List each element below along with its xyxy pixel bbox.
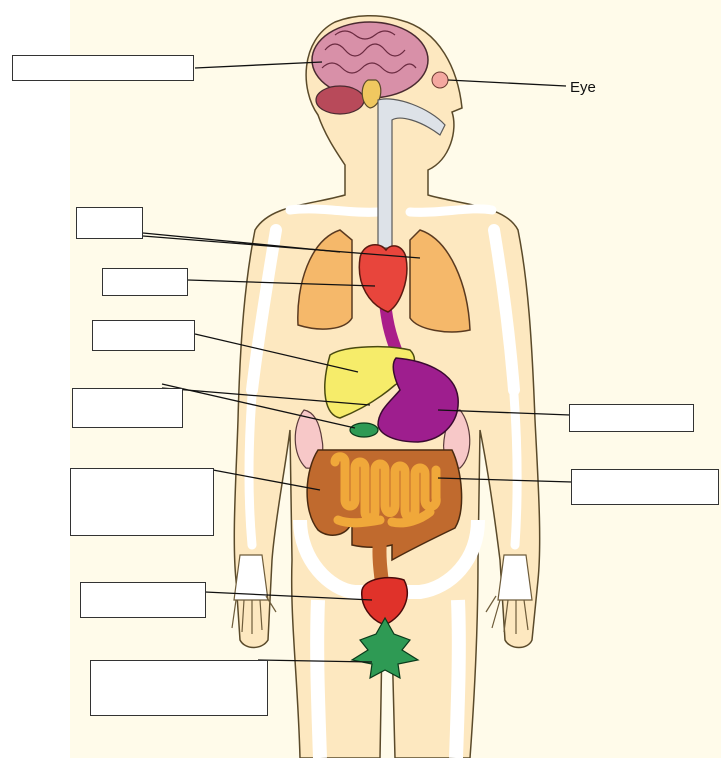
eye-label: Eye: [570, 79, 596, 96]
eye: [432, 72, 448, 88]
liver-label-box[interactable]: [92, 320, 195, 351]
gallbladder-pancreas-label-box[interactable]: [72, 388, 183, 428]
left-forearm-bone: [249, 395, 252, 545]
right-forearm-bone: [514, 395, 517, 545]
brain-label-box[interactable]: [12, 55, 194, 81]
heart-label-box[interactable]: [102, 268, 188, 296]
cerebellum: [316, 86, 364, 114]
reproductive-label-box[interactable]: [90, 660, 268, 716]
large-intestine-label-box[interactable]: [70, 468, 214, 536]
right-femur: [456, 600, 459, 758]
small-intestine-label-box[interactable]: [571, 469, 719, 505]
bladder-label-box[interactable]: [80, 582, 206, 618]
gallbladder: [350, 423, 378, 437]
lungs-label-box[interactable]: [76, 207, 143, 239]
stomach-label-box[interactable]: [569, 404, 694, 432]
left-femur: [317, 600, 320, 758]
right-clavicle: [410, 209, 492, 212]
left-clavicle: [290, 209, 378, 212]
